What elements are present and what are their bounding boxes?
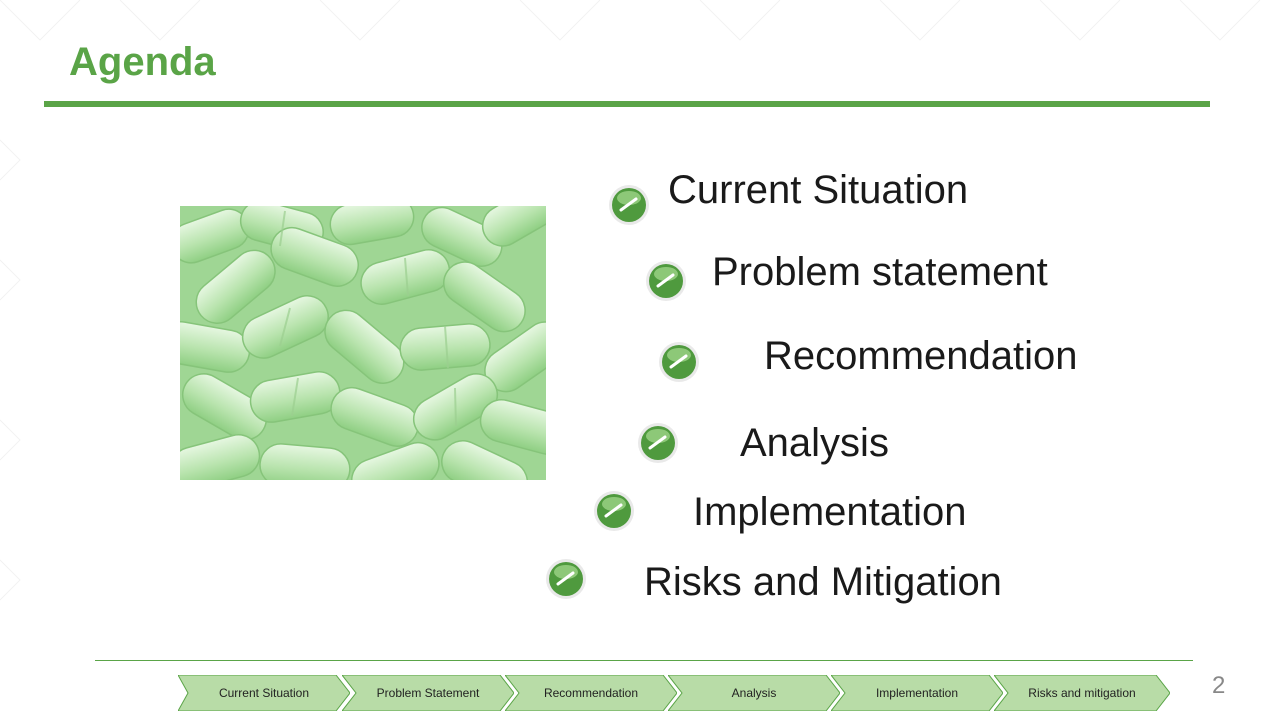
green-pill-bullet-icon — [608, 184, 650, 226]
progress-step-label: Risks and mitigation — [1028, 686, 1136, 700]
progress-step-risks-and-mitigation[interactable]: Risks and mitigation — [994, 675, 1170, 711]
progress-step-label: Problem Statement — [376, 686, 480, 700]
agenda-item-recommendation: Recommendation — [658, 334, 1108, 390]
progress-step-label: Current Situation — [218, 686, 310, 700]
progress-step-label: Recommendation — [543, 686, 639, 700]
agenda-item-current-situation: Current Situation — [608, 168, 1008, 230]
progress-step-analysis[interactable]: Analysis — [668, 675, 840, 711]
slide-title: Agenda — [69, 40, 216, 84]
agenda-item-risks-and-mitigation: Risks and Mitigation — [545, 558, 1035, 608]
agenda-item-problem-statement: Problem statement — [645, 250, 1085, 308]
progress-step-label: Analysis — [731, 686, 777, 700]
pills-photo — [180, 206, 546, 480]
agenda-label: Problem statement — [712, 250, 1048, 294]
progress-tracker: Current Situation Problem Statement Reco… — [178, 675, 1174, 711]
agenda-label: Risks and Mitigation — [644, 560, 1002, 604]
agenda-item-implementation: Implementation — [593, 490, 993, 540]
green-pill-bullet-icon — [658, 341, 700, 383]
agenda-item-analysis: Analysis — [637, 421, 937, 472]
green-pill-bullet-icon — [637, 422, 679, 464]
progress-step-recommendation[interactable]: Recommendation — [505, 675, 677, 711]
agenda-label: Analysis — [740, 421, 889, 465]
agenda-label: Implementation — [693, 490, 967, 534]
agenda-label: Current Situation — [668, 168, 969, 212]
progress-step-label: Implementation — [875, 686, 959, 700]
agenda-label: Recommendation — [764, 334, 1078, 378]
green-pill-bullet-icon — [645, 260, 687, 302]
page-number: 2 — [1212, 672, 1226, 699]
progress-step-problem-statement[interactable]: Problem Statement — [342, 675, 514, 711]
title-divider — [44, 101, 1210, 107]
green-pill-bullet-icon — [545, 558, 587, 600]
footer-divider — [95, 660, 1193, 661]
progress-step-current-situation[interactable]: Current Situation — [178, 675, 350, 711]
progress-step-implementation[interactable]: Implementation — [831, 675, 1003, 711]
green-pill-bullet-icon — [593, 490, 635, 532]
